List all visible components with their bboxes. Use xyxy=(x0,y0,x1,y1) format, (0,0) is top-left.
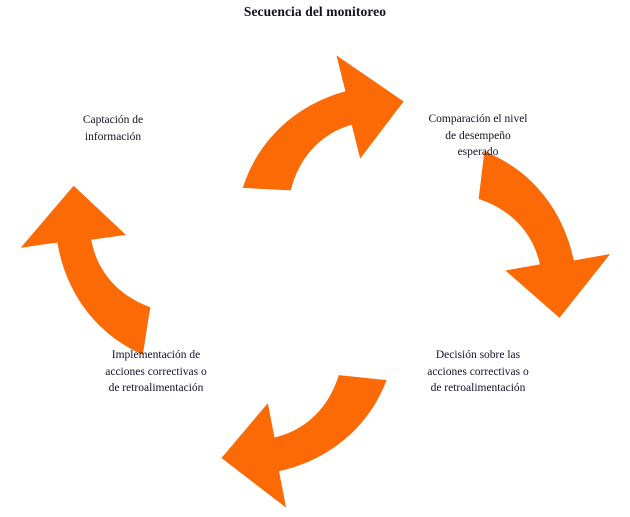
node-label-line: información xyxy=(84,130,142,143)
node-label-line: acciones correctivas o xyxy=(105,365,207,378)
page-title: Secuencia del monitoreo xyxy=(243,4,387,19)
node-label-line: acciones correctivas o xyxy=(427,365,529,378)
node-label-line: Decisión sobre las xyxy=(435,349,521,361)
node-label-line: de retroalimentación xyxy=(108,382,204,394)
node-label-line: Implementación de xyxy=(111,349,201,361)
arrow-top-right-pointing xyxy=(242,55,404,191)
node-label-line: esperado xyxy=(457,146,499,158)
node-label-line: de retroalimentación xyxy=(430,382,526,394)
arrow-left-up-pointing xyxy=(20,185,151,355)
node-label-line: de desempeño xyxy=(445,129,511,142)
arrow-right-down-pointing xyxy=(478,151,611,318)
node-label-line: Captación de xyxy=(82,114,144,126)
node-label-line: Comparación el nivel xyxy=(428,113,528,125)
node-label-decision: Decisión sobre las acciones correctivas … xyxy=(408,347,548,397)
node-label-implementacion: Implementación de acciones correctivas o… xyxy=(85,347,227,397)
arrow-bottom-left-pointing xyxy=(221,375,387,508)
node-label-comparacion: Comparación el nivel de desempeño espera… xyxy=(408,111,548,161)
node-label-captacion: Captación de información xyxy=(58,112,168,145)
